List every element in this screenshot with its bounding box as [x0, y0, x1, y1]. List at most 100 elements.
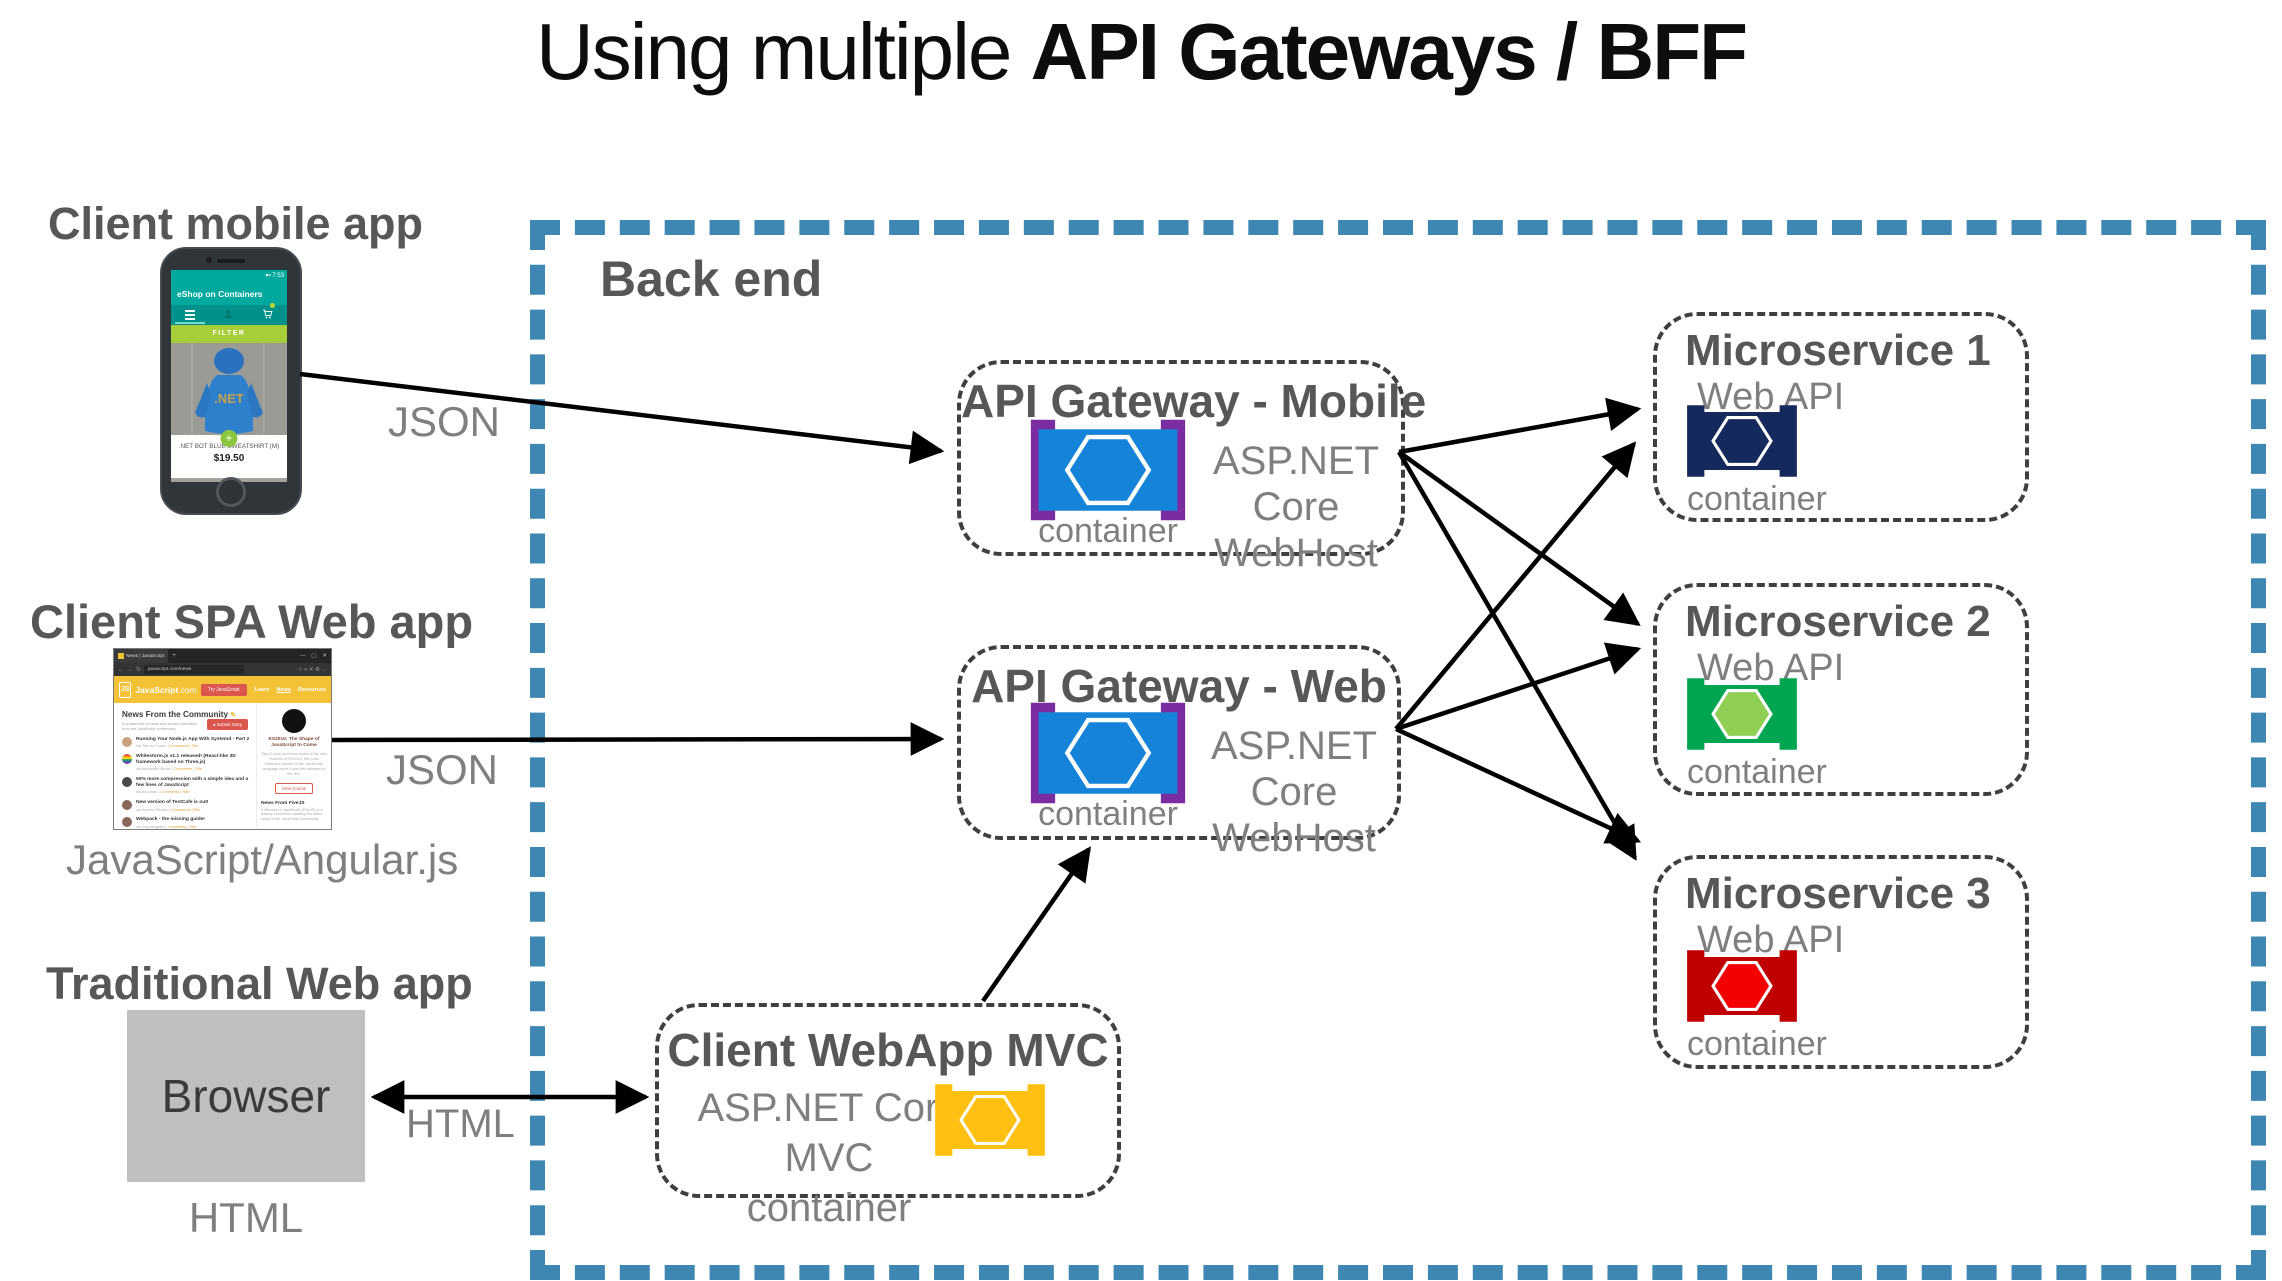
spa-client-label: Client SPA Web app [30, 595, 474, 648]
container-icon [1030, 702, 1186, 804]
close-button[interactable]: ✕ [322, 653, 327, 659]
new-tab-button[interactable]: + [172, 653, 176, 659]
phone-status-bar: ▾▪ 7:53 [171, 270, 287, 283]
course-logo [282, 709, 306, 733]
container-icon [1687, 405, 1797, 477]
fivejs-heading: News From FiveJS [261, 800, 305, 806]
container-label: container [1687, 1025, 1827, 1063]
back-icon[interactable]: ← [118, 666, 124, 673]
spa-browser-screenshot: News | JavaScript + — ▢ ✕ ← → ↻ javascri… [113, 648, 332, 830]
product-image[interactable]: .NET [171, 343, 287, 435]
news-item[interactable]: New version of TestCafe is out!via Andre… [122, 799, 250, 812]
nav-learn[interactable]: Learn [254, 686, 270, 693]
microservice-3-box: Microservice 3 Web API container [1653, 855, 2029, 1069]
filter-button[interactable]: FILTER [171, 325, 287, 343]
backend-boundary: Back end [530, 220, 2266, 1280]
container-label: container [1038, 795, 1178, 833]
forward-icon[interactable]: → [127, 666, 133, 673]
avatar [122, 817, 132, 828]
js-logo: JS [119, 681, 132, 698]
backend-label: Back end [600, 251, 823, 307]
avatar [122, 799, 132, 810]
api-gateway-web-box: API Gateway - Web container ASP.NET Core… [957, 645, 1401, 860]
microservice-1-sub: Web API [1697, 376, 1845, 418]
phone-camera [206, 257, 212, 263]
try-javascript-button[interactable]: Try JavaScript [200, 683, 247, 696]
blue-hoodie-image: .NET [171, 343, 287, 435]
microservice-2-sub: Web API [1697, 647, 1845, 689]
url-field[interactable]: javascript.com/news [144, 665, 245, 674]
status-time: 7:53 [272, 273, 284, 279]
news-item[interactable]: 50% more compression with a simple idea … [122, 776, 250, 794]
container-icon [1687, 678, 1797, 750]
maximize-button[interactable]: ▢ [311, 653, 317, 659]
news-item[interactable]: Webpack - the missing guide!via Guy Mogr… [122, 817, 250, 829]
phone-screen: ▾▪ 7:53 eShop on Containers FILTER [171, 270, 287, 482]
site-nav: Learn News Resources [251, 687, 327, 693]
news-item[interactable]: Whitestorm.js v1.1 released! (React-like… [122, 753, 250, 771]
container-icon [1687, 950, 1797, 1022]
browser-box: Browser [127, 1010, 365, 1182]
container-icon [1030, 419, 1186, 521]
browser-tab[interactable]: News | JavaScript [114, 649, 169, 663]
spa-arrow-label: JSON [386, 746, 499, 793]
api-gateway-mobile-box: API Gateway - Mobile container ASP.NET C… [957, 360, 1427, 575]
view-course-button[interactable]: View Course [274, 782, 314, 794]
profile-icon[interactable] [224, 306, 233, 324]
browser-box-label: Browser [161, 1070, 331, 1122]
avatar [122, 776, 132, 787]
add-to-cart-button[interactable]: + [220, 430, 238, 447]
browser-address-bar: ← → ↻ javascript.com/news ☆ ≡ ✕ ⚙ … [114, 663, 331, 676]
mobile-client-label: Client mobile app [48, 198, 424, 249]
microservice-2-title: Microservice 2 [1685, 597, 1991, 646]
avatar [122, 736, 132, 747]
container-label: container [1687, 753, 1827, 791]
browser-title-bar: News | JavaScript + — ▢ ✕ [114, 649, 331, 663]
news-heading: News From the Community ✎ [122, 710, 237, 719]
status-icons: ▾▪ [265, 273, 271, 279]
browser-html-label: HTML [188, 1194, 304, 1241]
menu-icon[interactable] [185, 310, 196, 320]
mvc-title: Client WebApp MVC [667, 1024, 1109, 1076]
news-subtext: A curated list of news and stories submi… [122, 721, 197, 731]
page-title: Using multiple API Gateways / BFF [0, 6, 2282, 98]
gateway-mobile-title: API Gateway - Mobile [961, 375, 1427, 427]
mobile-arrow-label: JSON [388, 398, 501, 445]
cart-badge [270, 303, 275, 308]
net-logo-text: .NET [214, 391, 244, 406]
cart-icon[interactable] [262, 303, 275, 324]
address-bar-icons[interactable]: ☆ ≡ ✕ ⚙ … [297, 666, 327, 673]
product-price: $19.50 [213, 453, 245, 464]
container-icon [935, 1084, 1045, 1156]
course-text: Stay in tune and learn some of the new f… [261, 752, 327, 776]
nav-resources[interactable]: Resources [297, 686, 326, 693]
news-item[interactable]: Running Your Node.js App With Systemd - … [122, 736, 250, 748]
mobile-phone: ▾▪ 7:53 eShop on Containers FILTER [160, 247, 302, 515]
phone-speaker [217, 259, 245, 263]
container-label: container [1687, 480, 1827, 518]
minimize-button[interactable]: — [299, 653, 306, 659]
submit-story-button[interactable]: ● Submit Story [206, 719, 248, 730]
home-button[interactable] [216, 477, 246, 507]
microservice-3-sub: Web API [1697, 919, 1845, 961]
course-title: ES2015: The Shape of JavaScript to Come [268, 737, 320, 748]
nav-news[interactable]: News [276, 686, 291, 693]
tab-title: News | JavaScript [126, 653, 165, 659]
favicon [118, 653, 124, 659]
html-arrow-label: HTML [406, 1102, 515, 1146]
microservice-1-title: Microservice 1 [1685, 326, 1991, 375]
microservice-1-box: Microservice 1 Web API container [1653, 312, 2029, 522]
page-title-regular: Using multiple [536, 7, 1031, 96]
refresh-icon[interactable]: ↻ [136, 667, 142, 673]
javascript-site-header: JS JavaScript.com Try JavaScript Learn N… [114, 676, 331, 703]
sidebar-column: ES2015: The Shape of JavaScript to Come … [256, 703, 331, 828]
site-brand: JavaScript.com [135, 684, 197, 695]
page-title-bold: API Gateways / BFF [1030, 7, 1748, 96]
site-content: News From the Community ✎ A curated list… [114, 703, 331, 829]
traditional-client-label: Traditional Web app [46, 958, 473, 1009]
